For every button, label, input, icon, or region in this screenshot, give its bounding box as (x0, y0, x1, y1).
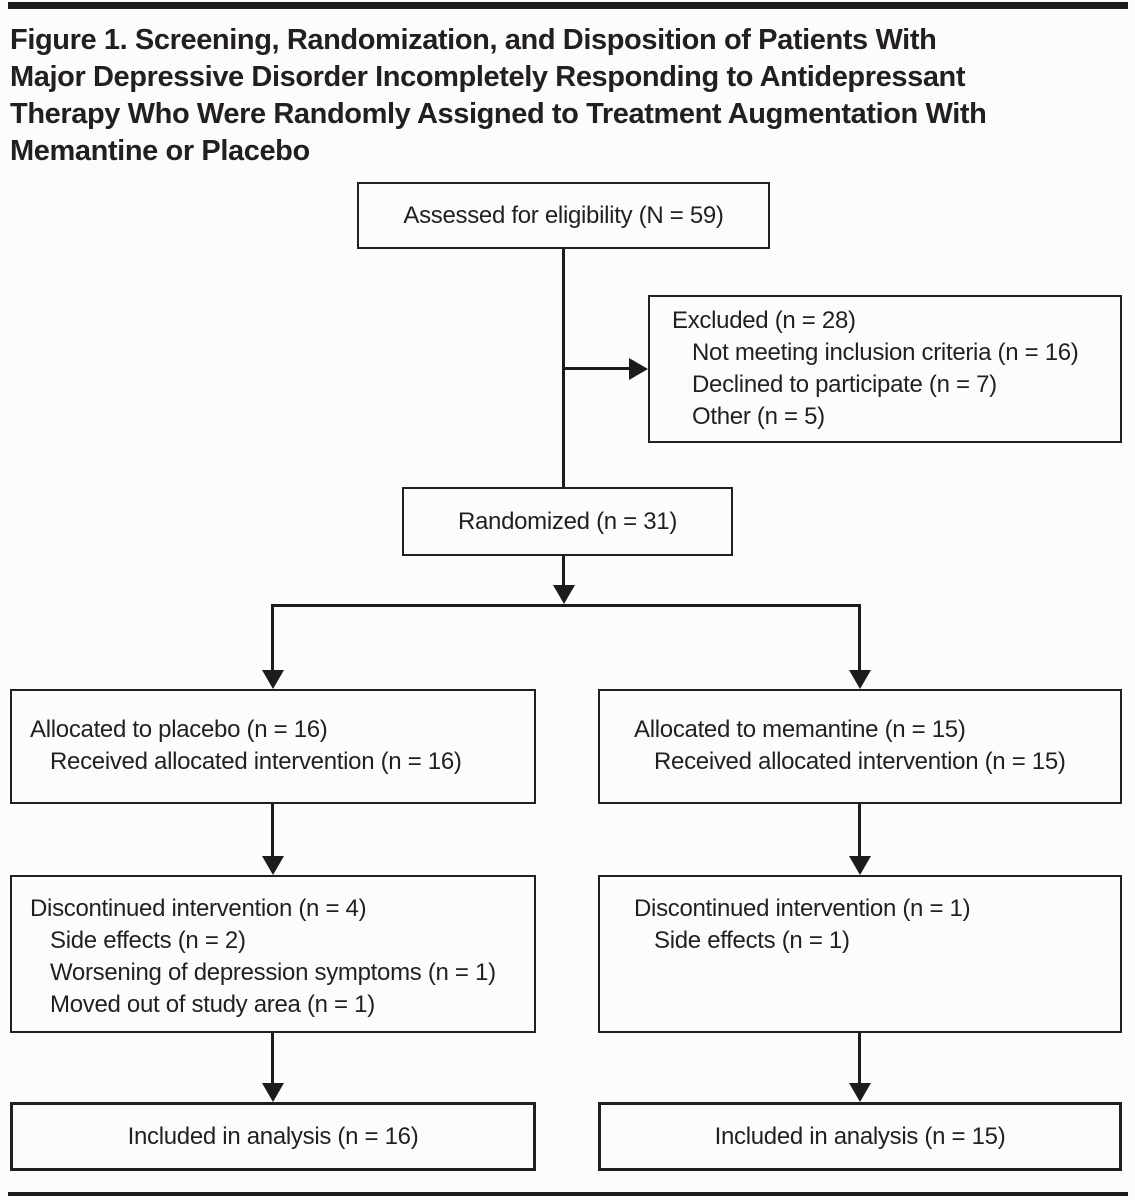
discontinued-placebo-reason: Moved out of study area (n = 1) (50, 991, 375, 1018)
excluded-reason: Other (n = 5) (692, 403, 825, 430)
allocated-placebo-detail: Received allocated intervention (n = 16) (50, 748, 462, 775)
discontinued-memantine-box: Discontinued intervention (n = 1) Side e… (598, 875, 1122, 1033)
connector-split-to-placebo (271, 604, 274, 671)
connector-assessed-to-randomized (562, 249, 565, 488)
bottom-rule (8, 1192, 1128, 1196)
discontinued-placebo-reason: Worsening of depression symptoms (n = 1) (50, 959, 496, 986)
figure-title-line-1: Figure 1. Screening, Randomization, and … (10, 24, 937, 56)
randomized-text: Randomized (n = 31) (457, 507, 678, 535)
allocated-placebo-title: Allocated to placebo (n = 16) (30, 716, 328, 743)
figure-title-line-4: Memantine or Placebo (10, 135, 310, 167)
connector-discontinued-to-analysis-memantine (858, 1033, 861, 1085)
allocated-memantine-detail: Received allocated intervention (n = 15) (654, 748, 1066, 775)
analysis-placebo-box: Included in analysis (n = 16) (10, 1102, 536, 1171)
arrowhead-into-allocated-placebo (262, 670, 284, 689)
excluded-reason: Not meeting inclusion criteria (n = 16) (692, 339, 1079, 366)
assessed-text: Assessed for eligibility (N = 59) (403, 201, 724, 229)
split-line (271, 604, 861, 607)
top-rule (8, 2, 1128, 9)
discontinued-placebo-reason: Side effects (n = 2) (50, 927, 246, 954)
allocated-memantine-title: Allocated to memantine (n = 15) (634, 716, 966, 743)
connector-memantine-to-discontinued (858, 804, 861, 857)
allocated-placebo-box: Allocated to placebo (n = 16) Received a… (10, 689, 536, 804)
excluded-title: Excluded (n = 28) (672, 307, 856, 334)
randomized-box: Randomized (n = 31) (402, 487, 733, 556)
assessed-box: Assessed for eligibility (N = 59) (357, 182, 770, 249)
figure-title-line-3: Therapy Who Were Randomly Assigned to Tr… (10, 98, 987, 130)
arrowhead-into-analysis-memantine (849, 1083, 871, 1102)
connector-split-to-memantine (858, 604, 861, 671)
analysis-placebo-text: Included in analysis (n = 16) (127, 1122, 419, 1150)
connector-to-excluded (564, 367, 629, 370)
arrowhead-into-analysis-placebo (262, 1083, 284, 1102)
arrowhead-into-discontinued-memantine (849, 856, 871, 875)
connector-discontinued-to-analysis-placebo (271, 1033, 274, 1085)
discontinued-memantine-title: Discontinued intervention (n = 1) (634, 895, 971, 922)
excluded-box: Excluded (n = 28) Not meeting inclusion … (648, 295, 1122, 443)
discontinued-memantine-reason: Side effects (n = 1) (654, 927, 850, 954)
discontinued-placebo-title: Discontinued intervention (n = 4) (30, 895, 367, 922)
analysis-memantine-text: Included in analysis (n = 15) (714, 1122, 1006, 1150)
excluded-reason: Declined to participate (n = 7) (692, 371, 997, 398)
discontinued-placebo-box: Discontinued intervention (n = 4) Side e… (10, 875, 536, 1033)
arrowhead-at-split (553, 585, 575, 604)
figure-title-line-2: Major Depressive Disorder Incompletely R… (10, 61, 966, 93)
arrowhead-into-allocated-memantine (849, 670, 871, 689)
allocated-memantine-box: Allocated to memantine (n = 15) Received… (598, 689, 1122, 804)
figure-title: Figure 1. Screening, Randomization, and … (10, 22, 1125, 170)
analysis-memantine-box: Included in analysis (n = 15) (598, 1102, 1122, 1171)
connector-randomized-to-split (562, 556, 565, 588)
connector-placebo-to-discontinued (271, 804, 274, 857)
arrowhead-into-excluded (629, 358, 648, 380)
arrowhead-into-discontinued-placebo (262, 856, 284, 875)
